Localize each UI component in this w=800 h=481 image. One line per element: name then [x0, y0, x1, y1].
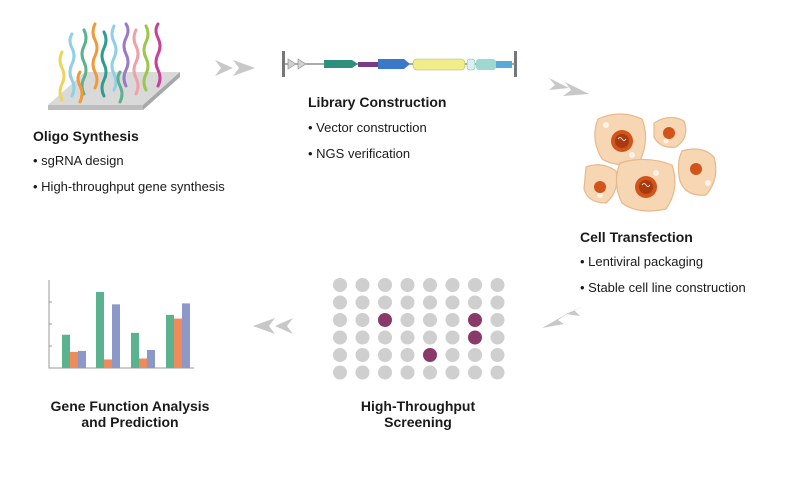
well: [333, 313, 347, 327]
well-plate-illustration: [333, 278, 505, 380]
oligo-synthesis-illustration: [48, 22, 180, 110]
well: [423, 330, 437, 345]
chart-bar: [78, 350, 86, 368]
bar-chart-illustration: [48, 280, 194, 369]
well: [378, 348, 392, 362]
well: [445, 295, 460, 310]
step-oligo-title: Oligo Synthesis: [33, 128, 139, 144]
well: [355, 365, 370, 380]
chart-bar: [139, 358, 147, 368]
well: [400, 365, 415, 380]
step-analysis-title-line: Gene Function Analysis: [50, 398, 210, 414]
well: [378, 278, 392, 292]
well: [445, 313, 460, 327]
chart-bar: [131, 332, 139, 368]
well: [355, 295, 370, 310]
well-hit: [468, 313, 482, 327]
well: [378, 295, 392, 310]
well-hit: [378, 313, 392, 327]
step-screening-title-line: Screening: [384, 414, 452, 430]
step-transfection-bullet: • Stable cell line construction: [580, 280, 746, 295]
chart-bar: [112, 304, 120, 368]
well: [423, 295, 437, 310]
arrow-down-right-icon: [549, 78, 589, 96]
well: [490, 295, 505, 310]
arrow-down-left-icon: [542, 306, 584, 328]
vector-map-illustration: [282, 51, 517, 77]
well: [468, 348, 482, 362]
step-oligo-bullet: • High-throughput gene synthesis: [33, 179, 225, 194]
well: [400, 330, 415, 345]
chart-bar: [104, 359, 112, 368]
well: [445, 365, 460, 380]
well: [468, 365, 482, 380]
step-oligo-bullet: • sgRNA design: [33, 153, 124, 168]
well: [468, 278, 482, 292]
step-screening-title-line: High-Throughput: [360, 398, 476, 414]
step-transfection-title: Cell Transfection: [580, 229, 693, 245]
well: [333, 295, 347, 310]
well: [333, 278, 347, 292]
well: [333, 365, 347, 380]
well: [333, 348, 347, 362]
chart-bar: [147, 349, 155, 368]
well: [423, 365, 437, 380]
step-analysis-title: Gene Function Analysis and Prediction: [30, 398, 230, 430]
well: [490, 330, 505, 345]
well: [378, 330, 392, 345]
well: [355, 313, 370, 327]
well: [445, 330, 460, 345]
step-library-title: Library Construction: [308, 94, 447, 110]
arrow-right-icon: [215, 60, 255, 76]
chart-bar: [182, 303, 190, 368]
chart-bar: [174, 318, 182, 368]
step-library-bullet: • NGS verification: [308, 146, 411, 161]
well: [490, 278, 505, 292]
step-library-bullet: • Vector construction: [308, 120, 427, 135]
well-hit: [423, 348, 437, 362]
chart-bar: [96, 292, 104, 368]
well: [333, 330, 347, 345]
well: [445, 278, 460, 292]
well: [423, 313, 437, 327]
arrow-left-icon: [253, 318, 293, 334]
well: [423, 278, 437, 292]
well: [355, 278, 370, 292]
well: [400, 278, 415, 292]
well: [490, 365, 505, 380]
step-transfection-bullet: • Lentiviral packaging: [580, 254, 704, 269]
chart-bar: [166, 314, 174, 368]
well: [400, 295, 415, 310]
well: [490, 313, 505, 327]
well-hit: [468, 330, 482, 345]
well: [445, 348, 460, 362]
step-analysis-title-line: and Prediction: [81, 414, 179, 430]
well: [378, 365, 392, 380]
cell-cluster-illustration: [583, 113, 717, 212]
well: [468, 295, 482, 310]
chart-bar: [62, 334, 70, 368]
well: [400, 348, 415, 362]
step-screening-title: High-Throughput Screening: [338, 398, 498, 430]
chart-bar: [70, 351, 78, 368]
well: [355, 348, 370, 362]
well: [355, 330, 370, 345]
well: [400, 313, 415, 327]
well: [490, 348, 505, 362]
